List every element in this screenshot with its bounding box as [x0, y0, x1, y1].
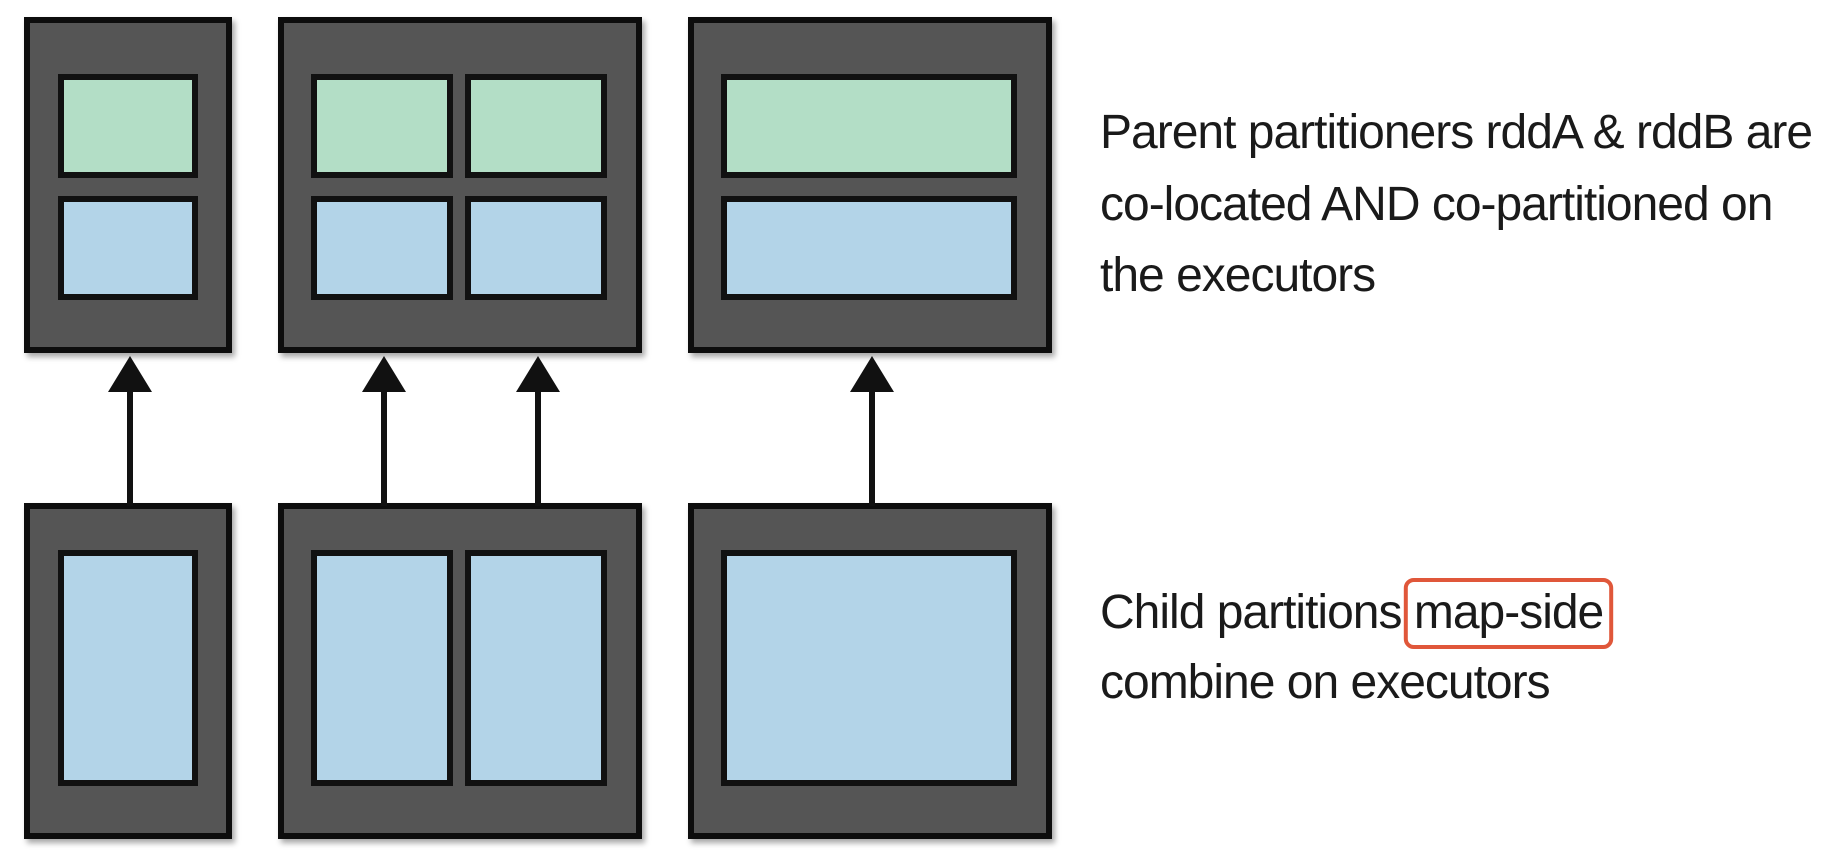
parent-partition-green-2a — [311, 74, 453, 178]
highlight-box — [1403, 578, 1614, 649]
parent-partition-blue-1 — [58, 196, 198, 300]
parent-executors — [24, 17, 1052, 353]
arrow-4-head — [850, 356, 894, 392]
dependency-arrows — [108, 356, 894, 506]
parent-executor-2 — [278, 17, 642, 353]
child-caption-prefix: Child partitions — [1100, 586, 1414, 639]
child-caption-line-2: combine on executors — [1100, 656, 1550, 709]
child-partition-2a — [311, 550, 453, 786]
child-executors — [24, 503, 1052, 839]
child-caption-line-1: Child partitions map-side — [1100, 586, 1603, 639]
parent-executor-1 — [24, 17, 232, 353]
parent-partition-green-3 — [721, 74, 1017, 178]
child-partition-1 — [58, 550, 198, 786]
parent-partition-blue-2a — [311, 196, 453, 300]
arrow-2-head — [362, 356, 406, 392]
parent-executor-3 — [688, 17, 1052, 353]
parent-partition-green-2b — [465, 74, 607, 178]
child-caption-highlight: map-side — [1414, 586, 1603, 639]
arrow-3-head — [516, 356, 560, 392]
child-partition-3 — [721, 550, 1017, 786]
parent-caption-line-2: co-located AND co-partitioned on — [1100, 178, 1772, 231]
arrow-1-head — [108, 356, 152, 392]
parent-partition-green-1 — [58, 74, 198, 178]
child-caption: Child partitions map-side combine on exe… — [1100, 578, 1614, 709]
parent-partition-blue-3 — [721, 196, 1017, 300]
parent-caption-line-1: Parent partitioners rddA & rddB are — [1100, 106, 1812, 159]
child-partition-2b — [465, 550, 607, 786]
parent-caption-line-3: the executors — [1100, 249, 1375, 302]
parent-caption: Parent partitioners rddA & rddB are co-l… — [1100, 106, 1813, 302]
parent-partition-blue-2b — [465, 196, 607, 300]
